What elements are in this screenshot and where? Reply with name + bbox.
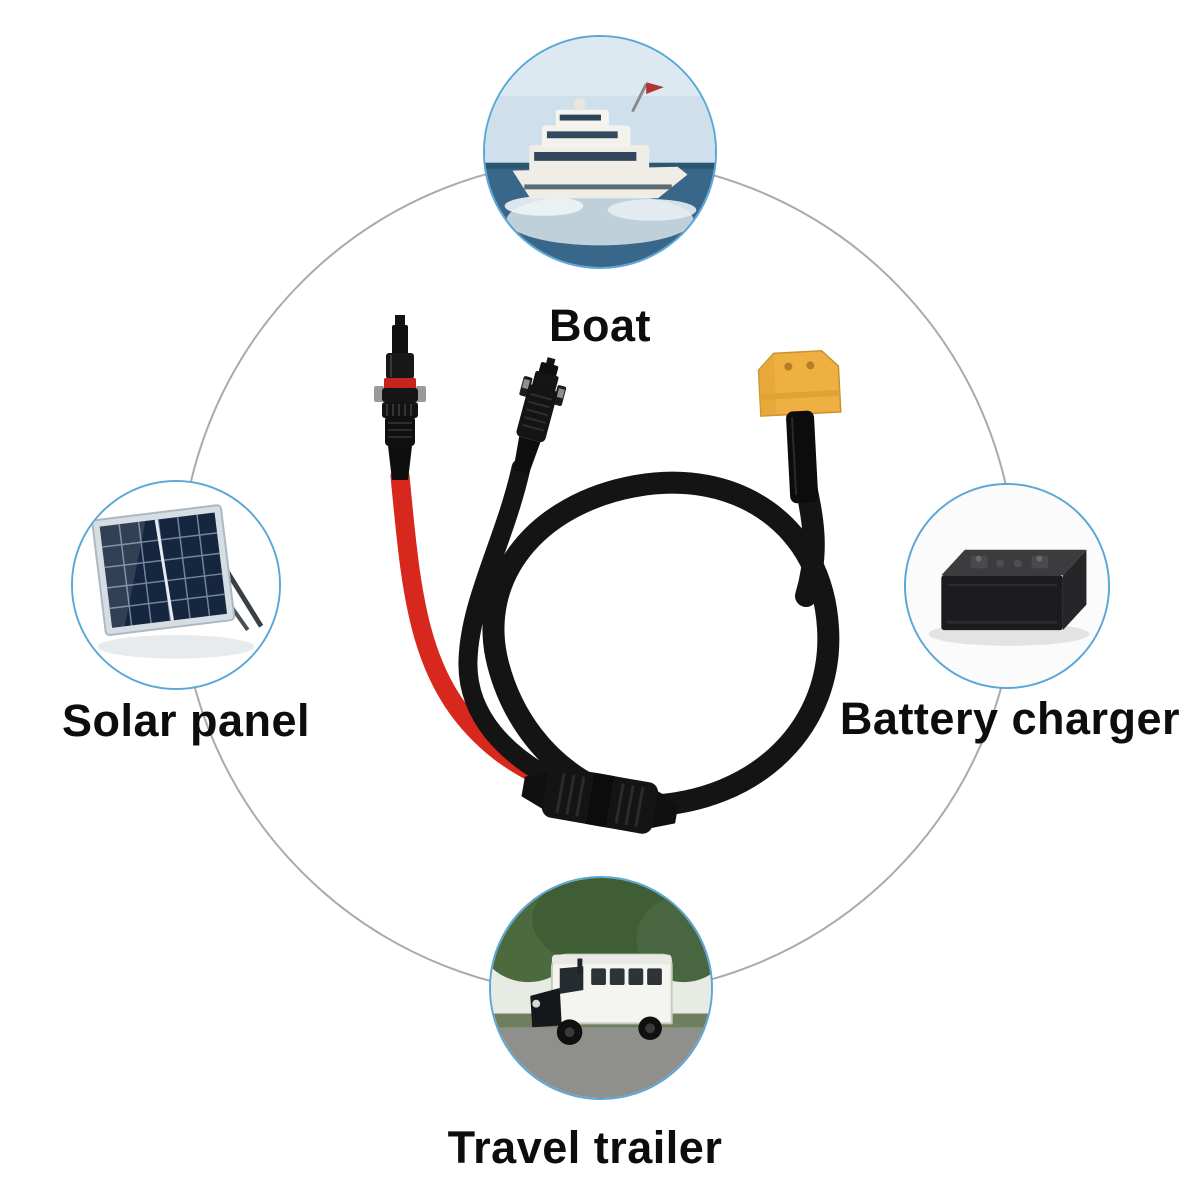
boat-illustration xyxy=(485,37,715,267)
solar-panel-illustration xyxy=(73,482,279,688)
black-cable-loop xyxy=(482,471,840,817)
travel-trailer-photo xyxy=(489,876,713,1100)
battery-charger-photo xyxy=(904,483,1110,689)
travel-trailer-illustration xyxy=(491,878,711,1098)
xt60-connector xyxy=(757,350,842,417)
travel-trailer-label: Travel trailer xyxy=(447,1122,723,1173)
mc4-male-connector xyxy=(374,315,426,480)
connector-ring xyxy=(179,158,1017,996)
mc4-female-connector xyxy=(513,357,567,475)
battery-charger-label: Battery charger xyxy=(839,693,1181,744)
heat-shrink-sleeve xyxy=(786,410,819,504)
black-cable-short xyxy=(458,458,576,796)
battery-charger-illustration xyxy=(906,485,1108,687)
boat-label: Boat xyxy=(549,300,651,351)
solar-panel-photo xyxy=(71,480,281,690)
molded-junction xyxy=(521,766,679,834)
boat-photo xyxy=(483,35,717,269)
solar-panel-label: Solar panel xyxy=(61,695,311,746)
